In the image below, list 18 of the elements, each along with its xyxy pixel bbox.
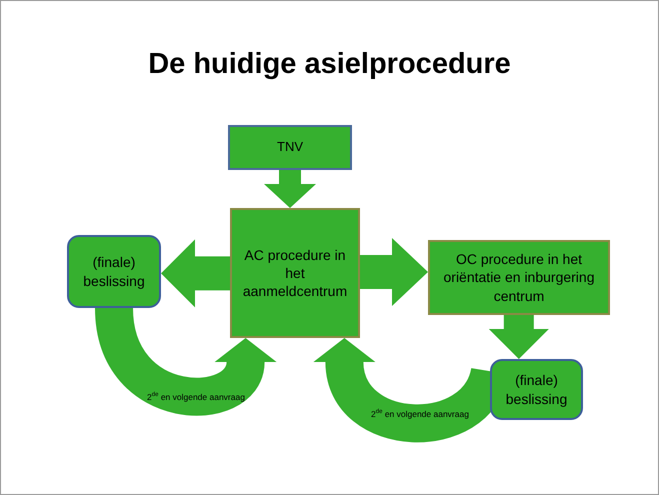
node-text: (finale) beslissing [82, 253, 146, 290]
block-arrow [264, 170, 316, 208]
node-text: (finale) beslissing [504, 371, 568, 408]
node-text: TNV [277, 139, 303, 156]
edge-label: 2$^{de}$ en volgende aanvraag [371, 409, 469, 419]
decision-box [67, 235, 161, 308]
title: De huidige asielprocedure [147, 48, 512, 81]
node-text: AC procedure in het aanmeldcentrum [242, 246, 348, 300]
process-box [230, 208, 360, 338]
process-box [428, 240, 610, 315]
block-arrow [488, 315, 549, 359]
block-arrow [161, 239, 230, 308]
node-text: OC procedure in het oriëntatie en inburgering centrum [442, 250, 596, 305]
edge-label: 2$^{de}$ en volgende aanvraag [147, 392, 245, 402]
block-arrow [360, 238, 428, 306]
decision-box [490, 359, 583, 420]
curved-arrow [95, 306, 277, 416]
process-box [228, 125, 352, 170]
